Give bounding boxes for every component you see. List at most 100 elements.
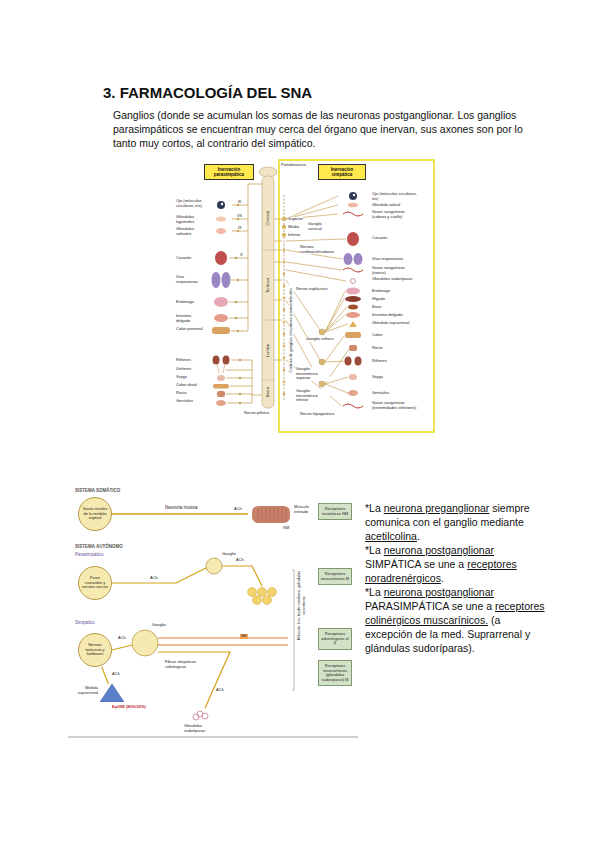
sympathetic-nerves	[325, 299, 344, 332]
spinal-cord	[259, 167, 277, 408]
motor-neuron	[112, 513, 248, 514]
organ-label: Recto	[176, 391, 206, 396]
organ-icon	[223, 356, 230, 365]
ganglion	[132, 558, 222, 656]
tissue-label: Músculo estriado	[294, 505, 316, 514]
page-rule	[68, 737, 358, 738]
organ-icon	[217, 375, 225, 381]
adrenal-shape	[100, 684, 124, 702]
organ-icon	[345, 332, 361, 338]
node-text: Pares craneales y nervios sacros	[82, 576, 108, 590]
ganglion-dot	[319, 381, 325, 387]
organ-label: Vasos sanguíneos (cabeza y cuello)	[372, 210, 418, 219]
organ-icon	[223, 364, 225, 373]
region-label: Torácica	[266, 265, 271, 305]
connector	[102, 667, 109, 684]
organ-label: Estómago	[372, 289, 418, 294]
spinal-cord	[262, 320, 274, 321]
organ-icon	[212, 327, 230, 334]
adrenal-shape	[100, 684, 124, 702]
organ-icon	[343, 192, 363, 408]
target-cells	[248, 588, 257, 597]
node-text: Receptores nicotínicos NM	[321, 507, 349, 516]
ganglion-label: Ganglio mesentérico inferior	[296, 389, 330, 403]
ganglion-dot	[237, 204, 239, 206]
target-cells	[253, 596, 262, 605]
ganglion	[206, 558, 222, 574]
ganglion-label: Ganglio celíaco	[306, 337, 336, 342]
sympathetic-nerves	[274, 320, 282, 321]
sympathetic-nerves	[325, 307, 347, 332]
ganglion-label: Ganglio cervical	[308, 222, 334, 231]
nerve-number: IX	[238, 226, 242, 231]
ganglion-dot	[239, 377, 241, 379]
organ-icon	[214, 314, 228, 322]
striated-muscle	[278, 507, 279, 522]
organ-icon	[216, 228, 226, 234]
organ-label: Bazo	[372, 305, 418, 310]
organ-icon	[217, 391, 225, 397]
striated-muscle	[274, 507, 275, 522]
organ-icon	[212, 201, 231, 406]
spinal-cord	[259, 167, 277, 177]
sympathetic-chain	[283, 285, 286, 288]
neuron-label: Neurona motora	[165, 505, 198, 510]
organ-label: Glándula salival	[372, 203, 418, 208]
ganglion-dot	[235, 301, 237, 303]
striated-muscle	[258, 507, 286, 522]
organ-icon	[349, 192, 357, 200]
sympathetic-chain	[283, 273, 286, 276]
organ-icon	[216, 400, 226, 406]
organ-label: Genitales	[372, 391, 418, 396]
division-label: Simpático	[75, 620, 95, 625]
node-text: Varios niveles de la médula espinal	[82, 507, 108, 521]
organ-label: Glándulas lagrimales	[176, 215, 206, 224]
organ-icon	[344, 253, 353, 265]
organ-icon	[213, 356, 220, 365]
node-text: Inervación simpática	[321, 167, 363, 177]
node-text: Nervios torácicos y lumbares	[82, 643, 108, 657]
notes-column: *La neurona preganglionar siempre comuni…	[365, 501, 547, 655]
sympathetic-chain	[283, 333, 286, 336]
sympathetic-nerves	[325, 315, 345, 332]
sympathetic-nerves	[286, 196, 338, 219]
node-text: Receptores adrenérgicos α/β	[321, 632, 349, 646]
sympathetic-nerves	[274, 262, 282, 263]
sympathetic-chain	[283, 261, 286, 264]
sympathetic-chain	[282, 225, 286, 229]
ganglion-dot	[237, 230, 239, 232]
transmitter-label: ACh	[112, 672, 120, 677]
sympathetic-nerves	[274, 360, 282, 361]
sympathetic-nerves	[274, 241, 282, 242]
sympathetic-nerves	[286, 270, 346, 281]
organ-label: Uréteres	[176, 367, 206, 372]
spinal-cord	[262, 176, 274, 408]
sympathetic-nerves	[274, 219, 282, 220]
sympathetic-pathway	[158, 637, 288, 638]
organ-label: Ojo (músculos circulares, iris)	[372, 192, 418, 201]
organ-label: Colon distal	[176, 383, 206, 388]
tissue-label: Músculo liso, tejido cardíaco, glándulas…	[297, 569, 306, 641]
node-text: Receptores muscarínicos M	[321, 572, 349, 581]
ganglion-label: Ganglio	[152, 623, 166, 628]
parasympathetic-pathway	[112, 568, 206, 583]
organ-icon	[213, 384, 229, 389]
parasympathetic-pathway	[112, 566, 262, 586]
parasympathetic-nerves	[229, 302, 248, 303]
ganglion-label: Superior	[288, 217, 303, 222]
page-rule	[68, 737, 358, 738]
organ-label: Corazón	[176, 256, 206, 261]
sympathetic-nerves	[286, 239, 346, 241]
region-label: Lumbar	[266, 330, 271, 370]
organ-icon	[351, 279, 356, 284]
parasympathetic-nerves	[252, 360, 253, 403]
organ-label: Glándula suprarrenal	[372, 321, 418, 326]
organ-icon	[212, 272, 221, 288]
organ-icon	[221, 203, 223, 205]
region-label: Cervical	[266, 198, 271, 238]
ganglion-dot	[237, 218, 239, 220]
nerve-label: Nervio pélvico	[244, 411, 274, 416]
sympathetic-chain	[282, 233, 286, 237]
body-text: Ganglios (donde se acumulan los somas de…	[113, 108, 523, 150]
motor-neuron	[112, 513, 248, 514]
